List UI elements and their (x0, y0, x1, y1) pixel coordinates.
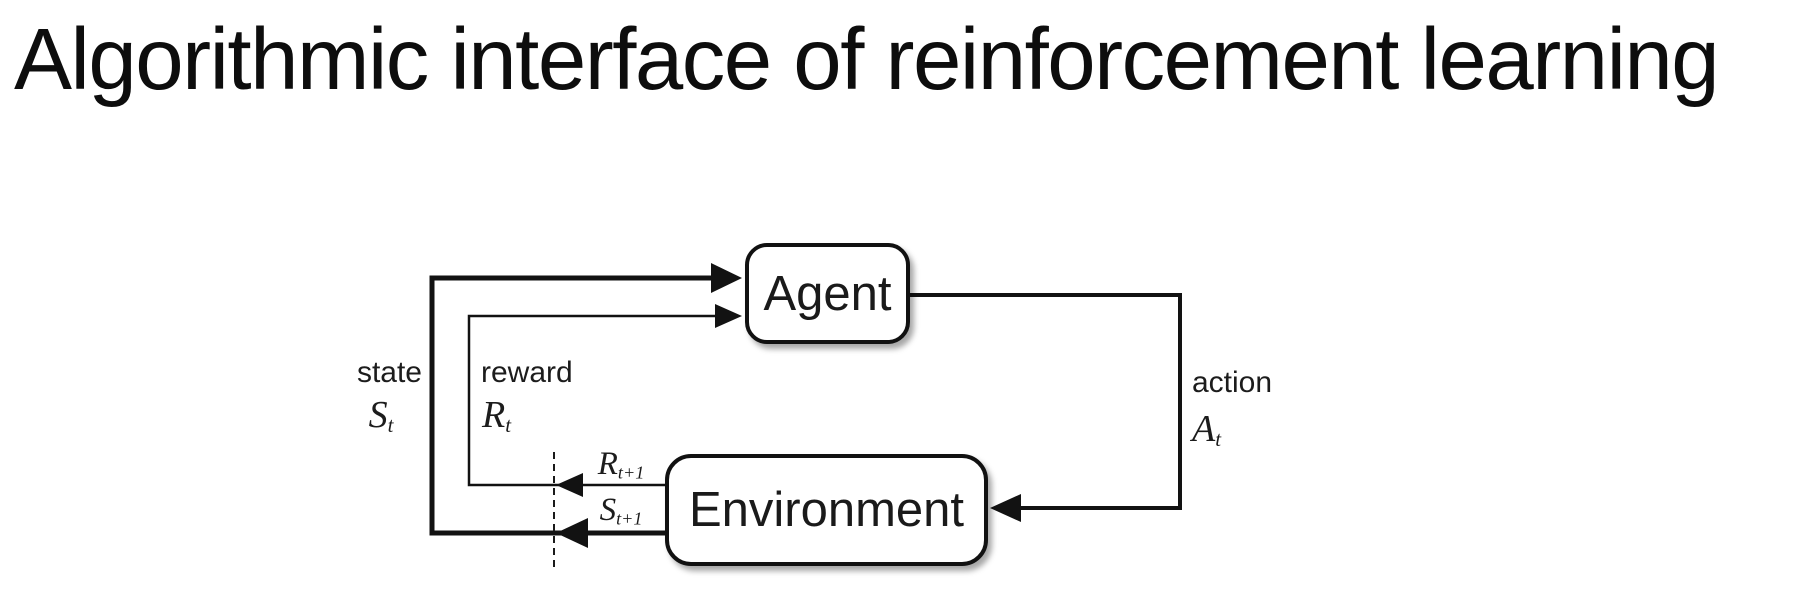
reward-arrowhead-into-agent (715, 304, 742, 328)
state-word-label: state (356, 356, 422, 389)
next-state-symbol: St+1 (599, 492, 643, 529)
action-symbol: At (1192, 408, 1222, 452)
action-flow-line (906, 293, 1182, 510)
page-title: Algorithmic interface of reinforcement l… (14, 11, 1720, 108)
reward-arrowhead-at-time-boundary (556, 473, 583, 497)
state-arrowhead-into-agent (711, 263, 742, 293)
action-arrowhead-into-environment (990, 494, 1021, 522)
reward-word-label: reward (481, 356, 573, 389)
state-flow-line (429, 275, 714, 536)
next-reward-symbol: Rt+1 (597, 446, 645, 483)
agent-label: Agent (763, 266, 892, 321)
state-symbol: St (368, 394, 394, 438)
environment-label: Environment (688, 483, 965, 537)
action-word-label: action (1192, 366, 1273, 399)
state-arrowhead-at-time-boundary (556, 518, 588, 548)
agent-node: Agent (745, 243, 910, 344)
environment-node: Environment (665, 454, 988, 566)
reward-symbol: Rt (482, 394, 512, 438)
